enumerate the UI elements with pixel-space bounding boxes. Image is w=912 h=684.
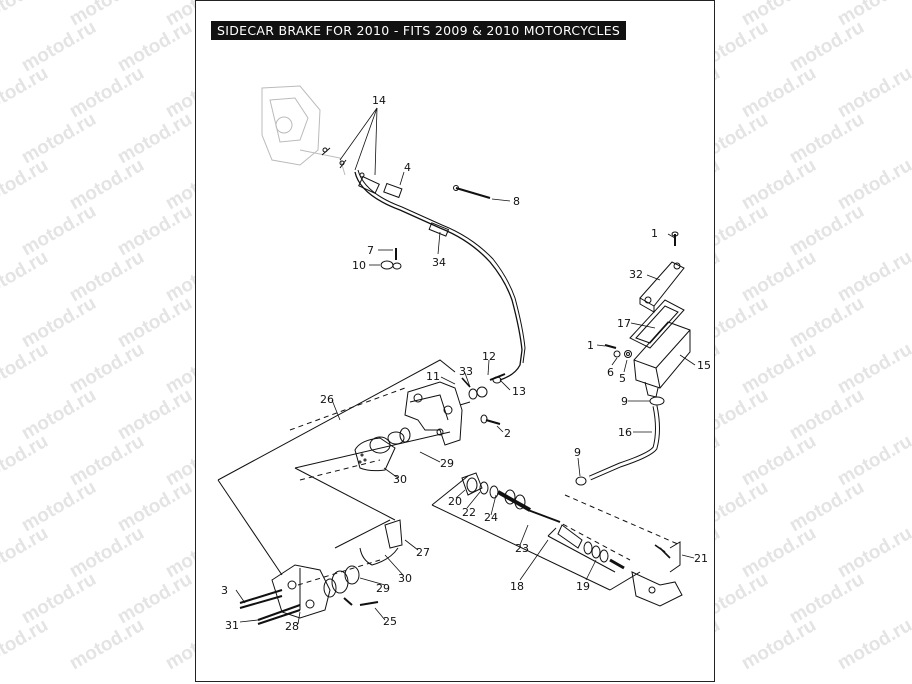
callout-33: 33 [459, 365, 473, 378]
callout-1-top: 1 [651, 227, 658, 240]
callout-10: 10 [352, 259, 366, 272]
callout-25: 25 [383, 615, 397, 628]
bolt-1-top [671, 231, 679, 246]
lower-caliper-28 [271, 564, 331, 619]
diagram-frame [195, 0, 715, 682]
callout-3: 3 [221, 584, 228, 597]
callout-12: 12 [482, 350, 496, 363]
callout-labels: 14 4 8 7 10 34 1 32 17 1 15 6 5 9 16 9 1… [221, 94, 711, 633]
fittings-11-12-13-33 [461, 373, 506, 400]
callout-2: 2 [504, 427, 511, 440]
hose-16-clamps-9 [575, 396, 665, 486]
pins-3-31 [239, 589, 301, 625]
seals-pistons-29-30 [323, 427, 411, 598]
callout-20: 20 [448, 495, 462, 508]
gasket-17 [629, 299, 685, 349]
callout-34: 34 [432, 256, 446, 269]
callout-24: 24 [484, 511, 498, 524]
pin-25 [343, 597, 379, 606]
brake-line-34 [354, 169, 526, 381]
callout-8: 8 [513, 195, 520, 208]
callout-30-upper: 30 [393, 473, 407, 486]
assembly-bracket-26 [217, 359, 456, 576]
callout-4: 4 [404, 161, 411, 174]
guide-lines [289, 387, 681, 586]
callout-15: 15 [697, 359, 711, 372]
callout-32: 32 [629, 268, 643, 281]
clips-14 [321, 147, 365, 178]
callout-19: 19 [576, 580, 590, 593]
callout-16: 16 [618, 426, 632, 439]
assembly-brackets-18-19-21 [431, 475, 681, 591]
callout-27: 27 [416, 546, 430, 559]
callout-5: 5 [619, 372, 626, 385]
callout-9-upper: 9 [621, 395, 628, 408]
leader-lines [235, 107, 696, 625]
callout-22: 22 [462, 506, 476, 519]
callout-28: 28 [285, 620, 299, 633]
brake-pad-30-upper [354, 431, 405, 472]
ghost-caliper-outline [261, 85, 346, 176]
callout-7: 7 [367, 244, 374, 257]
callout-21: 21 [694, 552, 708, 565]
callout-11: 11 [426, 370, 440, 383]
diagram-title: SIDECAR BRAKE FOR 2010 - FITS 2009 & 201… [211, 21, 627, 40]
master-cylinder-parts [461, 472, 683, 607]
fasteners-1-6-5 [604, 343, 632, 358]
reservoir-15 [633, 321, 691, 398]
bracket-27 [359, 519, 403, 566]
callout-23: 23 [515, 542, 529, 555]
callout-26: 26 [320, 393, 334, 406]
callout-14: 14 [372, 94, 386, 107]
bolt-8 [453, 185, 491, 199]
callout-1-side: 1 [587, 339, 594, 352]
callout-29-lower: 29 [376, 582, 390, 595]
callout-9-lower: 9 [574, 446, 581, 459]
callout-29-upper: 29 [440, 457, 454, 470]
callout-18: 18 [510, 580, 524, 593]
caliper-housing [404, 381, 471, 446]
bolt-7-washer-10 [380, 248, 402, 270]
reservoir-cap-32 [639, 261, 685, 313]
callout-30-lower: 30 [398, 572, 412, 585]
callout-17: 17 [617, 317, 631, 330]
bolt-2 [480, 414, 501, 425]
callout-31: 31 [225, 619, 239, 632]
callout-13: 13 [512, 385, 526, 398]
callout-6: 6 [607, 366, 614, 379]
